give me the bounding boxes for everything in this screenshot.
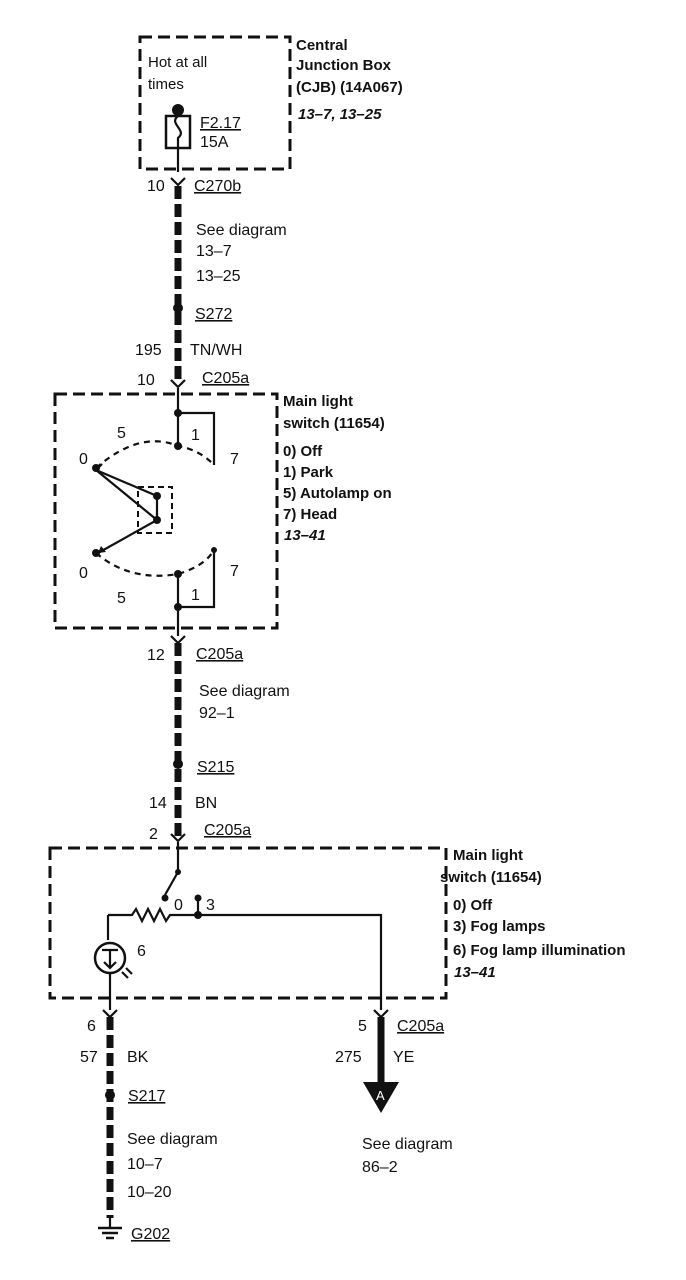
switch-1-label-bot-1: 1: [191, 587, 200, 604]
switch-1-ref: 13–41: [284, 527, 326, 544]
connector-c205a-low-icon: [170, 833, 186, 843]
see-diagram-1-label: See diagram: [196, 222, 287, 239]
fuse-top-dot: [172, 104, 184, 116]
cjb-hot-label-1: Hot at all: [148, 54, 207, 71]
switch-1-label-bot-7: 7: [230, 563, 239, 580]
switch-2-pos-6: 6) Fog lamp illumination: [453, 942, 626, 959]
c205a-top-pin: 10: [137, 372, 155, 389]
fuse-element-icon: [174, 115, 182, 148]
switch-2-contact-0: [161, 894, 169, 902]
switch-1-pos-0: 0) Off: [283, 443, 323, 460]
splice-s272: S272: [195, 306, 232, 323]
splice-s217: S217: [128, 1088, 165, 1105]
c205a-bottom-connector: C205a: [397, 1018, 444, 1035]
wire-195-color: TN/WH: [190, 342, 242, 359]
switch-1-wiper-top: [95, 468, 158, 498]
c205a-bottom-pin-left: 6: [87, 1018, 96, 1035]
see-diagram-4-label: See diagram: [362, 1136, 453, 1153]
switch-2-label-6: 6: [137, 943, 146, 960]
continuation-arrow-icon: [363, 1082, 399, 1113]
switch-1-park-link: [178, 411, 216, 465]
wire-195-circuit: 195: [135, 342, 162, 359]
wire-57-color: BK: [127, 1049, 149, 1066]
switch-1-label-top-0: 0: [79, 451, 88, 468]
splice-s217-dot: [105, 1090, 115, 1100]
c205a-low-pin: 2: [149, 826, 158, 843]
splice-s215: S215: [197, 759, 234, 776]
switch-2-ref: 13–41: [454, 964, 496, 981]
fuse-id: F2.17: [200, 115, 241, 132]
switch-2-blade: [164, 871, 179, 896]
switch-1-bottom-arc: [95, 549, 215, 577]
c205a-bottom-pin-right: 5: [358, 1018, 367, 1035]
ground-g202: G202: [131, 1226, 170, 1243]
cjb-ref: 13–7, 13–25: [298, 106, 382, 123]
connector-c270b-icon: [170, 177, 186, 187]
see-diagram-4-ref-1: 86–2: [362, 1159, 398, 1176]
connector-right-icon: [373, 1009, 389, 1019]
cjb-title-1: Central: [296, 37, 348, 54]
wire-14-circuit: 14: [149, 795, 167, 812]
continuation-arrow-label: A: [376, 1088, 385, 1103]
splice-s215-dot: [173, 759, 183, 769]
wire-275-circuit: 275: [335, 1049, 362, 1066]
switch-1-pos-5: 5) Autolamp on: [283, 485, 392, 502]
see-diagram-2-label: See diagram: [199, 683, 290, 700]
wire-275-color: YE: [393, 1049, 414, 1066]
switch-1-title-2: switch (11654): [283, 415, 385, 432]
switch-1-label-bot-0: 0: [79, 565, 88, 582]
cjb-hot-label-2: times: [148, 76, 184, 93]
connector-left-icon: [102, 1009, 118, 1019]
switch-1-title-1: Main light: [283, 393, 353, 410]
splice-s272-dot: [173, 303, 183, 313]
resistor-icon: [108, 906, 383, 1010]
see-diagram-3-ref-1: 10–7: [127, 1156, 163, 1173]
see-diagram-1-ref-1: 13–7: [196, 243, 232, 260]
c205a-top-connector: C205a: [202, 370, 249, 387]
cjb-box: [138, 35, 292, 171]
cjb-title-2: Junction Box: [296, 57, 392, 74]
switch-2-pos-3: 3) Fog lamps: [453, 918, 546, 935]
switch-1-head-link: [178, 550, 216, 609]
switch-1-label-top-1: 1: [191, 427, 200, 444]
switch-1-label-top-7: 7: [230, 451, 239, 468]
connector-c205a-mid-icon: [170, 635, 186, 645]
switch-1-wiper-bottom: [97, 519, 158, 554]
switch-1-label-top-5: 5: [117, 425, 126, 442]
switch-2-pos-0: 0) Off: [453, 897, 493, 914]
switch-2-label-3: 3: [206, 897, 215, 914]
wire-57-circuit: 57: [80, 1049, 98, 1066]
see-diagram-3-label: See diagram: [127, 1131, 218, 1148]
switch-2-title-1: Main light: [453, 847, 523, 864]
c205a-low-connector: C205a: [204, 822, 251, 839]
switch-2-label-0: 0: [174, 897, 183, 914]
switch-1-pos-1: 1) Park: [283, 464, 334, 481]
wire-14-color: BN: [195, 795, 217, 812]
c270b-pin: 10: [147, 178, 165, 195]
switch-2-box: [48, 846, 448, 1000]
switch-1-bottom-node: [174, 603, 182, 611]
switch-2-title-2: switch (11654): [440, 869, 542, 886]
see-diagram-3-ref-2: 10–20: [127, 1184, 172, 1201]
cjb-title-3: (CJB) (14A067): [296, 79, 403, 96]
ground-icon: [98, 1218, 122, 1240]
see-diagram-1-ref-2: 13–25: [196, 268, 241, 285]
switch-1-pos-7: 7) Head: [283, 506, 337, 523]
fuse-amp: 15A: [200, 134, 229, 151]
c270b-connector: C270b: [194, 178, 241, 195]
c205a-mid-pin: 12: [147, 647, 165, 664]
c205a-mid-connector: C205a: [196, 646, 243, 663]
see-diagram-2-ref-1: 92–1: [199, 705, 235, 722]
switch-1-top-arc: [95, 440, 215, 469]
switch-1-box: [53, 392, 279, 630]
connector-c205a-top-icon: [170, 379, 186, 389]
switch-1-label-bot-5: 5: [117, 590, 126, 607]
